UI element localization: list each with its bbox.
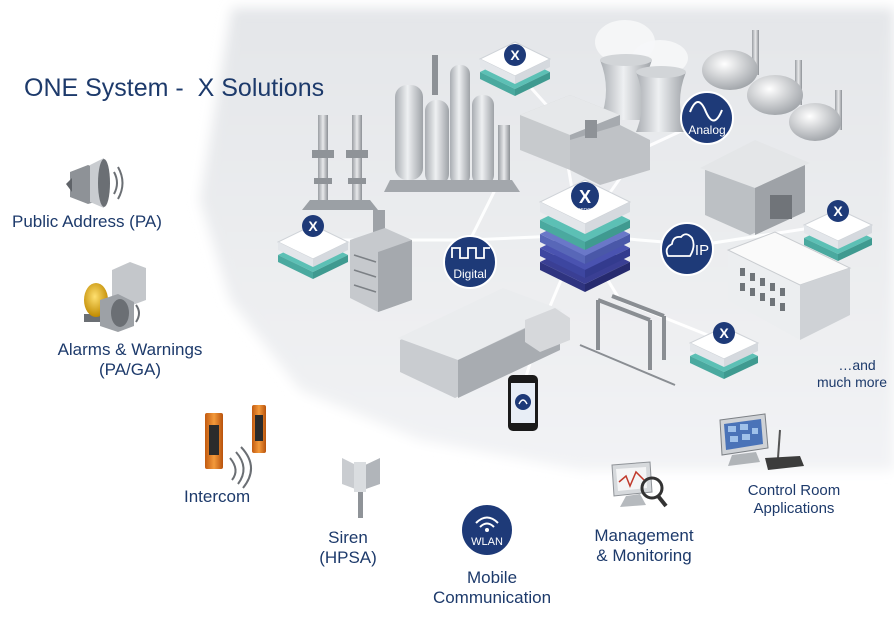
- x-logo-right: X: [833, 203, 843, 219]
- ip-label: IP: [695, 242, 709, 259]
- label-siren-line2: (HPSA): [319, 548, 377, 568]
- cooling-towers: [595, 20, 688, 132]
- label-mobile-line2: Communication: [432, 588, 552, 608]
- node-digital: Digital: [443, 235, 497, 289]
- x-logo-left: X: [308, 218, 318, 234]
- page-title: ONE System - X Solutions: [24, 74, 325, 102]
- x-logo-central: X: [579, 187, 591, 207]
- intron-node-top: X: [478, 41, 552, 96]
- label-more-line2: much more: [816, 373, 888, 390]
- refinery-columns: [384, 55, 520, 192]
- label-alarms-line2: (PA/GA): [98, 360, 162, 380]
- brand-central: INTRON: [575, 208, 595, 214]
- intercom-station-icon: [205, 405, 266, 489]
- label-more-line1: …and: [838, 357, 876, 373]
- node-analog: Analog: [680, 91, 734, 145]
- label-public-address: Public Address (PA): [12, 212, 162, 231]
- label-intercom: Intercom: [184, 487, 251, 506]
- power-plant-block: [520, 95, 650, 185]
- monitoring-screen-icon: [611, 461, 668, 508]
- node-ip: IP: [660, 222, 714, 276]
- label-mobile-line1: Mobile: [466, 568, 518, 587]
- node-wlan: WLAN: [460, 503, 514, 557]
- wlan-label: WLAN: [471, 536, 503, 548]
- alarm-beacon-icon: [84, 262, 146, 332]
- storage-spheres: [702, 30, 842, 141]
- analog-label: Analog: [688, 123, 725, 137]
- x-logo-top: X: [510, 47, 520, 63]
- control-desk-icon: [719, 413, 804, 470]
- label-management-line1: Management: [594, 526, 694, 545]
- gantry-crane: [579, 294, 676, 386]
- intron-central-tower: X INTRON: [538, 179, 632, 292]
- intron-node-bottom: X: [688, 322, 760, 379]
- digital-label: Digital: [453, 267, 486, 281]
- label-alarms-line1: Alarms & Warnings: [57, 340, 203, 359]
- warehouse: [398, 288, 570, 398]
- label-mobile: Mobile Communication: [422, 568, 562, 608]
- loudspeaker-icon: [66, 158, 124, 208]
- label-management: Management & Monitoring: [584, 526, 704, 566]
- refinery-chimneys: [302, 115, 378, 210]
- label-management-line2: & Monitoring: [596, 546, 692, 566]
- label-siren: Siren (HPSA): [312, 528, 384, 568]
- x-logo-bottom: X: [719, 325, 729, 341]
- label-alarms: Alarms & Warnings (PA/GA): [46, 340, 214, 380]
- label-much-more: …and much more: [812, 357, 892, 390]
- siren-icon: [342, 458, 380, 518]
- smartphone-icon: [508, 375, 538, 431]
- intron-node-right: X: [802, 200, 874, 261]
- label-control-line2: Applications: [753, 499, 835, 517]
- factory-hall: [700, 140, 810, 235]
- industrial-plant: [350, 210, 412, 312]
- label-control-room: Control Room Applications: [738, 482, 850, 517]
- label-control-line1: Control Room: [747, 482, 841, 499]
- label-siren-line1: Siren: [328, 528, 368, 547]
- office-building: [726, 231, 852, 340]
- intron-node-left: X: [276, 215, 350, 279]
